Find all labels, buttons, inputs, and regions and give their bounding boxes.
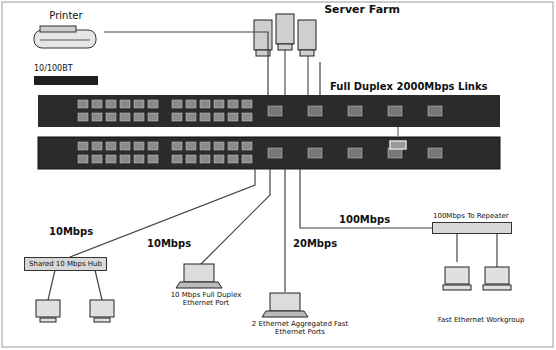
port bbox=[106, 100, 116, 108]
link-speed: 20Mbps bbox=[292, 238, 338, 249]
pc-icons bbox=[36, 300, 114, 322]
port bbox=[120, 113, 130, 121]
cables bbox=[48, 169, 497, 300]
uplink-port bbox=[388, 106, 402, 116]
port-rows bbox=[78, 142, 442, 163]
network-cable bbox=[319, 62, 320, 95]
port bbox=[228, 142, 238, 150]
repeater-box: 100Mbps To Repeater bbox=[432, 222, 512, 234]
port bbox=[200, 100, 210, 108]
port bbox=[214, 142, 224, 150]
uplink-port bbox=[308, 148, 322, 158]
port bbox=[242, 142, 252, 150]
switch-chassis: Full Duplex 2000Mbps Links bbox=[38, 95, 500, 127]
network-cable bbox=[456, 234, 457, 262]
port bbox=[92, 142, 102, 150]
port bbox=[78, 100, 88, 108]
frame bbox=[2, 2, 553, 347]
node-label: 100Mbps To Repeater bbox=[433, 212, 509, 220]
port bbox=[186, 100, 196, 108]
node-label: 10 Mbps Full Duplex Ethernet Port bbox=[158, 291, 254, 307]
port bbox=[186, 155, 196, 163]
port bbox=[78, 155, 88, 163]
port bbox=[200, 113, 210, 121]
port bbox=[106, 155, 116, 163]
port bbox=[92, 100, 102, 108]
node-label: Server Farm bbox=[250, 4, 400, 17]
uplink-port bbox=[348, 148, 362, 158]
node-label: Shared 10 Mbps Hub bbox=[29, 260, 102, 268]
node-label: 10/100BT bbox=[34, 64, 73, 73]
port bbox=[214, 100, 224, 108]
pc-icons bbox=[443, 267, 511, 290]
port bbox=[186, 113, 196, 121]
port bbox=[148, 100, 158, 108]
small-switch: 10/100BT bbox=[34, 76, 98, 85]
port-rows bbox=[38, 95, 500, 127]
laptop-icon bbox=[176, 264, 222, 288]
port bbox=[106, 142, 116, 150]
port bbox=[120, 142, 130, 150]
node-label: Printer bbox=[28, 10, 104, 22]
server-farm: Server Farm bbox=[250, 4, 400, 62]
port bbox=[242, 113, 252, 121]
node-label: Fast Ethernet Workgroup bbox=[436, 316, 526, 324]
port bbox=[228, 155, 238, 163]
port bbox=[172, 113, 182, 121]
port bbox=[228, 100, 238, 108]
port bbox=[228, 113, 238, 121]
port bbox=[242, 100, 252, 108]
workgroup: Fast Ethernet Workgroup bbox=[436, 262, 526, 324]
port bbox=[172, 155, 182, 163]
port bbox=[134, 100, 144, 108]
port bbox=[134, 142, 144, 150]
link-speed: 100Mbps bbox=[338, 214, 391, 225]
port bbox=[120, 155, 130, 163]
port-caption: 2 Ethernet Aggregated Fast Ethernet Port… bbox=[238, 320, 362, 336]
port bbox=[134, 113, 144, 121]
node-label: Full Duplex 2000Mbps Links bbox=[330, 81, 488, 93]
port bbox=[106, 113, 116, 121]
printer: Printer bbox=[28, 10, 104, 54]
port bbox=[186, 142, 196, 150]
port bbox=[92, 155, 102, 163]
uplink-port bbox=[348, 106, 362, 116]
uplink-port bbox=[268, 148, 282, 158]
switch-chassis bbox=[38, 137, 500, 169]
port bbox=[78, 142, 88, 150]
port bbox=[148, 155, 158, 163]
link-speed: 10Mbps bbox=[146, 238, 192, 249]
node-label: 2 Ethernet Aggregated Fast Ethernet Port… bbox=[238, 320, 362, 336]
port bbox=[120, 100, 130, 108]
port bbox=[148, 142, 158, 150]
server-icons bbox=[254, 14, 316, 95]
port bbox=[92, 113, 102, 121]
printer-icon bbox=[34, 26, 96, 48]
port bbox=[214, 155, 224, 163]
port bbox=[78, 113, 88, 121]
port bbox=[148, 113, 158, 121]
port bbox=[242, 155, 252, 163]
port bbox=[200, 155, 210, 163]
hub-box: Shared 10 Mbps Hub bbox=[24, 257, 107, 271]
laptop-icon bbox=[262, 293, 308, 317]
port bbox=[200, 142, 210, 150]
link-speed: 10Mbps bbox=[48, 226, 94, 237]
port bbox=[214, 113, 224, 121]
port bbox=[172, 142, 182, 150]
port bbox=[134, 155, 144, 163]
uplink-port bbox=[428, 148, 442, 158]
network-cable bbox=[104, 32, 268, 95]
uplink-port bbox=[308, 106, 322, 116]
uplink-port bbox=[268, 106, 282, 116]
uplink-port bbox=[428, 106, 442, 116]
port bbox=[172, 100, 182, 108]
port-caption: 10 Mbps Full Duplex Ethernet Port bbox=[158, 291, 254, 307]
